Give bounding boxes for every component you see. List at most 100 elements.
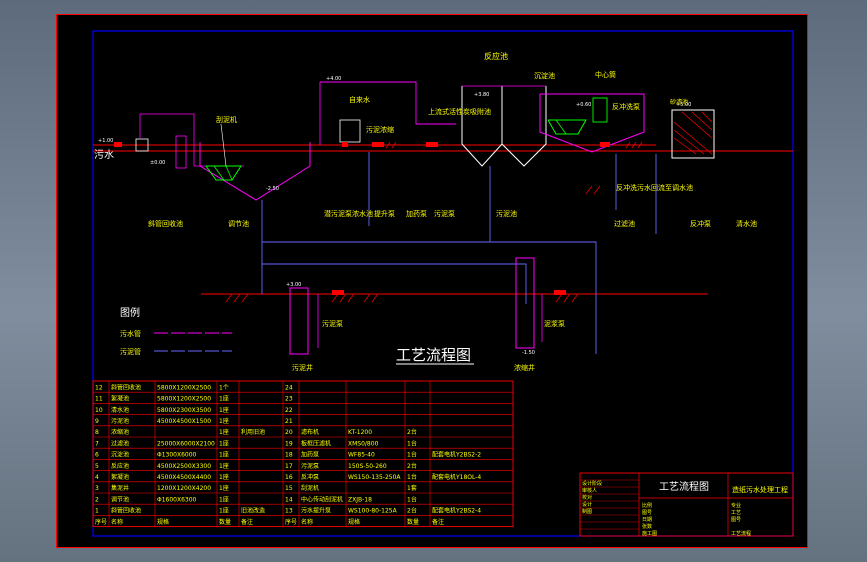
title-block-name: 工艺流程图 — [659, 480, 709, 493]
center-tube-label: 中心筒 — [595, 70, 616, 79]
inner-border — [92, 30, 794, 537]
elevation-marks: +1.00 +4.00 +3.80 ±0.00 -2.50 +0.60 +5.0… — [98, 76, 691, 356]
table-cell: 污水提升泵 — [301, 507, 331, 515]
scraper-leader-1 — [220, 123, 227, 167]
table-footer-cell: 规格 — [348, 518, 360, 526]
title-block-right: 工艺 — [731, 510, 741, 516]
title-block-right: 图号 — [731, 517, 741, 523]
table-cell: 2台 — [407, 507, 417, 515]
title-block-left: 设计 — [582, 501, 592, 508]
table-cell: 浓缩池 — [111, 428, 129, 436]
sediment-tank-label: 沉淀池 — [534, 71, 555, 80]
title-block-left: 制图 — [582, 508, 592, 515]
table-cell: 1座 — [219, 439, 229, 447]
table-cell: 4500X4500X4400 — [157, 474, 211, 481]
table-cell: XMS0/800 — [348, 440, 379, 447]
table-cell: 反冲泵 — [301, 473, 319, 481]
table-footer-cell: 序号 — [95, 518, 107, 526]
legend-sludge-label: 污泥管 — [120, 347, 141, 356]
label-sludge-pump-2: 污泥泵 — [322, 320, 343, 328]
table-cell: 150S-50-260 — [348, 463, 387, 470]
drawing-title: 工艺流程图 — [396, 346, 471, 364]
legend-sewage-label: 污水管 — [120, 329, 141, 338]
process-labels: 斜管回收池 调节池 潜污泥泵浓水池 提升泵 加药泵 污泥泵 污泥池 过滤池 反冲… — [148, 98, 757, 372]
table-footer-cell: 名称 — [111, 518, 123, 526]
scraper-label-1: 刮泥机 — [216, 115, 237, 124]
table-cell: 污泥池 — [111, 417, 129, 425]
table-cell: 17 — [285, 463, 293, 470]
table-cell: 配套电机Y18OL-4 — [432, 473, 481, 481]
title-block-mid: 日期 — [642, 517, 652, 523]
label-sludge-pond: 污泥池 — [496, 209, 517, 218]
table-cell: 2 — [95, 496, 99, 503]
ground-hatch — [225, 141, 643, 303]
thickening-well — [515, 257, 535, 349]
table-cell: 刮泥机 — [301, 484, 319, 492]
table-cell: 1座 — [219, 451, 229, 459]
outer-frame — [56, 14, 808, 548]
title-block-project: 造纸污水处理工程 — [732, 485, 788, 494]
title-block: 工艺流程图 造纸污水处理工程 设计阶段审核人校对设计制图比例图号日期张数施工图专… — [579, 472, 794, 537]
table-cell: ZXJB-18 — [348, 496, 372, 503]
table-footer-cell: 备注 — [241, 518, 253, 526]
inflow-label: 污水 — [94, 149, 114, 161]
regulating-tank — [199, 142, 311, 201]
title-block-mid: 图号 — [642, 510, 652, 516]
table-cell: 反应池 — [111, 462, 129, 470]
table-cell: 1台 — [407, 473, 417, 481]
table-cell: 配套电机Y2BS2-2 — [432, 451, 481, 459]
lower-sludge-pipe — [262, 263, 527, 304]
table-cell: 斜管回收池 — [111, 507, 141, 515]
table-cell: 滤布机 — [301, 428, 319, 436]
title-block-frame — [579, 472, 794, 537]
sludge-well — [289, 287, 309, 355]
title-block-mid: 比例 — [642, 502, 652, 509]
table-cell: 1座 — [219, 473, 229, 481]
label-recovery: 斜管回收池 — [148, 219, 183, 228]
table-cell: 6 — [95, 452, 99, 459]
table-cell: WS150-135-250A — [348, 474, 401, 481]
label-regulating: 调节池 — [228, 219, 249, 228]
table-cell: 8 — [95, 429, 99, 436]
table-cell: 清水池 — [111, 406, 129, 414]
elevation-9: -1.50 — [522, 350, 535, 356]
collection-well — [175, 135, 187, 169]
table-cell: 5800X1200X2500 — [157, 396, 211, 403]
table-cell: 16 — [285, 474, 293, 481]
table-cell: 4500X4500X1500 — [157, 418, 211, 425]
table-cell: 中心传动刮泥机 — [301, 495, 343, 503]
elevation-7: +5.00 — [676, 102, 691, 108]
legend-heading: 图例 — [120, 306, 140, 319]
table-cell: 利用旧池 — [241, 428, 265, 436]
upper-sewage-pipe — [320, 81, 456, 125]
elevation-1: +1.00 — [98, 138, 113, 144]
reaction-tank-label: 反应池 — [484, 51, 508, 61]
table-cell: Φ1600X6300 — [157, 496, 197, 503]
scraper-truss-2 — [547, 119, 587, 135]
table-cell: 1台 — [407, 451, 417, 459]
label-lift-pump: 提升泵 — [374, 209, 395, 218]
label-thickening-well: 浓缩井 — [514, 363, 535, 372]
label-sludge-pump: 污泥泵 — [434, 210, 455, 218]
label-sludge-well: 污泥井 — [292, 363, 313, 372]
table-cell: 5 — [95, 463, 99, 470]
table-cell: 1座 — [219, 406, 229, 414]
table-cell: 1台 — [407, 439, 417, 447]
title-block-right: 专业 — [731, 502, 741, 509]
table-cell: 9 — [95, 418, 99, 425]
table-cell: 过滤池 — [111, 439, 129, 447]
table-cell: 1套 — [407, 484, 417, 492]
table-cell: 1座 — [219, 395, 229, 403]
table-cell: 1座 — [219, 417, 229, 425]
table-cell: 21 — [285, 418, 293, 425]
table-cell: 4500X2500X3300 — [157, 463, 211, 470]
label-tank-caption: 砂滤池 — [670, 98, 688, 106]
table-cell: 调节池 — [111, 495, 129, 503]
table-cell: 12 — [95, 384, 103, 391]
table-cell: 2台 — [407, 462, 417, 470]
table-cell: 1座 — [219, 495, 229, 503]
title-block-mid: 张数 — [642, 523, 652, 530]
table-cell: 24 — [285, 384, 293, 391]
table-cell: WF85-40 — [348, 452, 375, 459]
table-cell: 1个 — [219, 384, 229, 391]
